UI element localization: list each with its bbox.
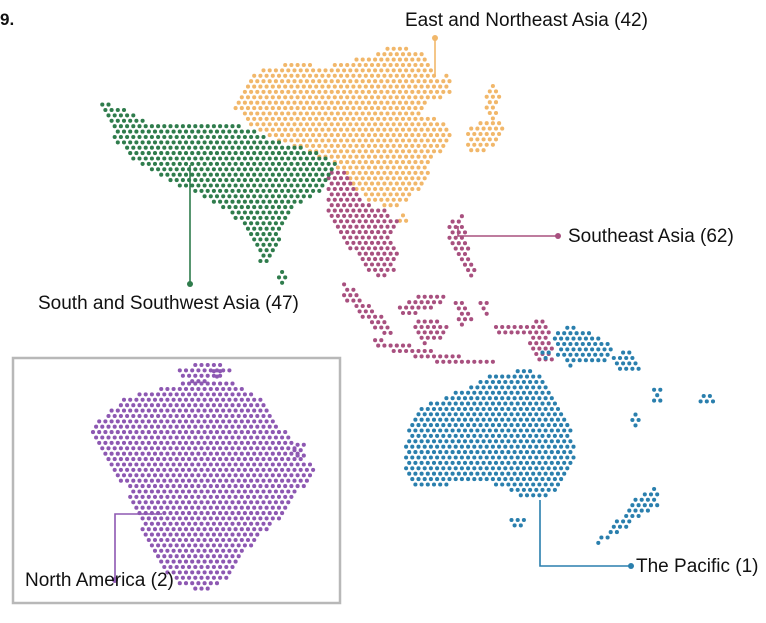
dots-southeast-asia xyxy=(326,170,554,364)
leader-south-southwest-asia xyxy=(187,165,193,287)
leader-east-northeast-asia xyxy=(432,35,438,75)
label-south-southwest-asia: South and Southwest Asia (47) xyxy=(38,293,299,314)
label-north-america: North America (2) xyxy=(25,570,174,591)
figure-number: 9. xyxy=(0,10,15,29)
leader-the-pacific xyxy=(539,500,634,569)
north-america-inset-frame xyxy=(11,356,342,605)
label-the-pacific: The Pacific (1) xyxy=(636,556,759,577)
leader-north-america xyxy=(112,513,162,583)
dots-east-northeast-asia xyxy=(233,46,505,223)
leader-southeast-asia xyxy=(457,226,561,239)
label-southeast-asia: Southeast Asia (62) xyxy=(568,226,734,247)
dots-north-america xyxy=(90,362,316,591)
dot-regions-layer xyxy=(90,46,716,591)
label-east-northeast-asia: East and Northeast Asia (42) xyxy=(405,10,648,31)
dots-south-southwest-asia xyxy=(100,102,337,285)
dots-the-pacific xyxy=(404,325,716,545)
